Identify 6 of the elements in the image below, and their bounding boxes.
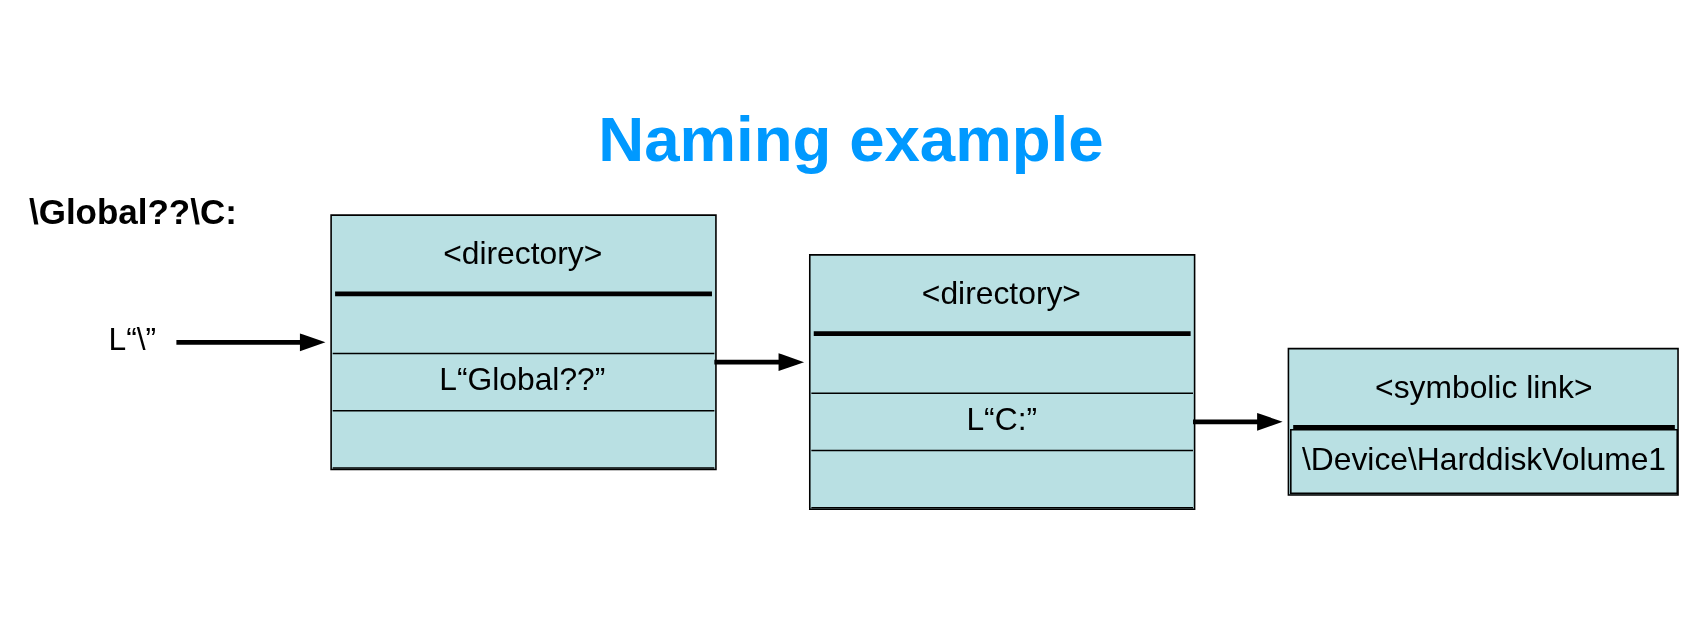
label: \Global??\C:: [28, 191, 237, 231]
arrow: [1193, 412, 1283, 431]
node-text: L“\”: [108, 320, 157, 357]
arrow: [714, 352, 805, 371]
arrow: [176, 332, 326, 351]
diagram-title: Naming example: [598, 102, 1104, 174]
